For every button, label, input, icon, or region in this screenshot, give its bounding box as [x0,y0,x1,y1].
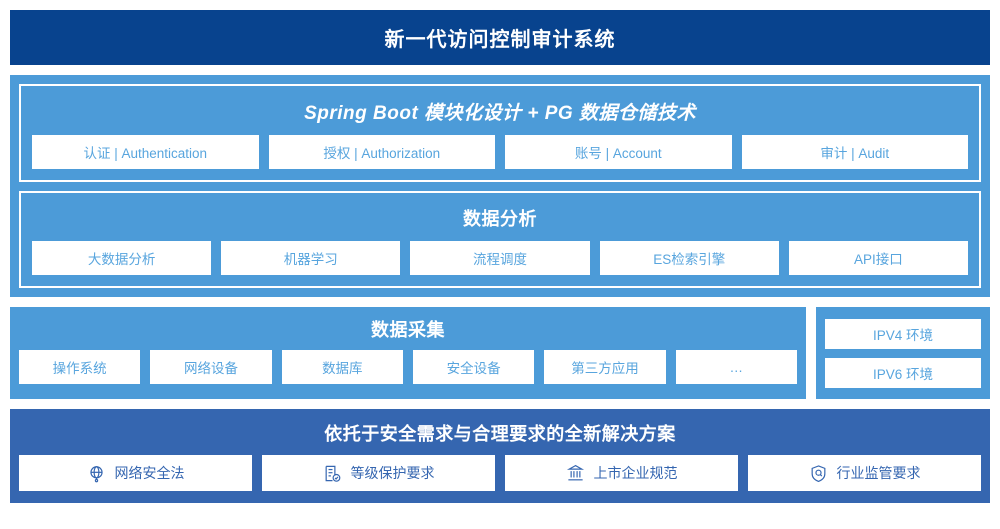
environment-panel: IPV4 环境 IPV6 环境 [816,307,990,399]
collection-source-security-device[interactable]: 安全设备 [412,350,535,384]
collection-source-more[interactable]: … [675,350,797,384]
analysis-module-es-search-engine[interactable]: ES检索引擎 [599,241,779,275]
collection-section-title: 数据采集 [371,320,445,340]
solution-section: 依托于安全需求与合理要求的全新解决方案 网络安全法 [10,409,990,503]
compliance-label: 上市企业规范 [593,465,678,481]
compliance-industry-regulation[interactable]: 行业监管要求 [748,455,981,491]
environment-ipv4[interactable]: IPV4 环境 [825,318,981,349]
platform-module-authentication[interactable]: 认证 | Authentication [32,135,259,169]
collection-source-third-party-app[interactable]: 第三方应用 [544,350,666,384]
platform-section-title: Spring Boot 模块化设计 + PG 数据仓储技术 [304,103,696,124]
shield-search-icon [809,464,828,483]
collection-row: 数据采集 操作系统 网络设备 数据库 安全设备 第三方应用 … IPV4 环境 … [10,307,990,399]
compliance-listed-company-standard[interactable]: 上市企业规范 [505,455,738,491]
collection-section: 数据采集 操作系统 网络设备 数据库 安全设备 第三方应用 … [10,307,806,399]
platform-section: Spring Boot 模块化设计 + PG 数据仓储技术 认证 | Authe… [19,84,981,182]
collection-source-network-device[interactable]: 网络设备 [150,350,272,384]
compliance-classified-protection[interactable]: 等级保护要求 [262,455,495,491]
analysis-section: 数据分析 大数据分析 机器学习 流程调度 ES检索引擎 API接口 [19,191,981,288]
solution-compliance-row: 网络安全法 等级保护要求 [19,455,981,491]
page-title: 新一代访问控制审计系统 [384,29,616,51]
compliance-label: 网络安全法 [114,465,185,481]
collection-source-database[interactable]: 数据库 [281,350,403,384]
analysis-module-machine-learning[interactable]: 机器学习 [221,241,401,275]
analysis-section-title: 数据分析 [463,209,537,229]
platform-module-row: 认证 | Authentication 授权 | Authorization 账… [32,135,968,169]
document-check-icon [323,464,342,483]
analysis-module-bigdata[interactable]: 大数据分析 [32,241,212,275]
globe-network-icon [87,464,106,483]
analysis-module-api[interactable]: API接口 [788,241,969,275]
compliance-cybersecurity-law[interactable]: 网络安全法 [19,455,252,491]
page-header: 新一代访问控制审计系统 [10,10,990,65]
compliance-label: 等级保护要求 [350,465,435,481]
platform-analysis-panel: Spring Boot 模块化设计 + PG 数据仓储技术 认证 | Authe… [10,75,990,297]
solution-section-title: 依托于安全需求与合理要求的全新解决方案 [324,424,676,444]
platform-module-account[interactable]: 账号 | Account [505,135,732,169]
compliance-label: 行业监管要求 [836,465,921,481]
platform-module-audit[interactable]: 审计 | Audit [741,135,968,169]
bank-building-icon [566,464,585,483]
collection-source-row: 操作系统 网络设备 数据库 安全设备 第三方应用 … [19,350,797,384]
analysis-module-process-scheduling[interactable]: 流程调度 [410,241,590,275]
collection-source-os[interactable]: 操作系统 [19,350,141,384]
platform-module-authorization[interactable]: 授权 | Authorization [268,135,495,169]
analysis-module-row: 大数据分析 机器学习 流程调度 ES检索引擎 API接口 [32,241,969,275]
environment-ipv6[interactable]: IPV6 环境 [825,357,981,388]
